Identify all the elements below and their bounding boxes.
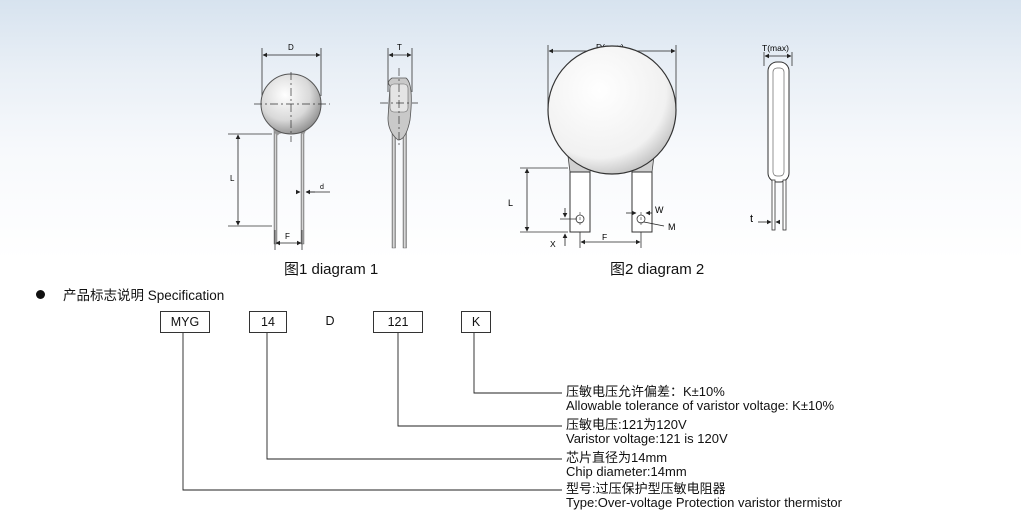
dim-label-lead-d: d: [320, 184, 324, 191]
code-voltage: 121: [373, 311, 423, 333]
diagram1-front-view: D L d F: [228, 43, 330, 250]
desc-type: 型号:过压保护型压敏电阻器 Type:Over-voltage Protecti…: [566, 482, 842, 510]
diagram2-side-view: T(max) t: [750, 43, 793, 231]
desc-voltage-cn: 压敏电压:121为120V: [566, 417, 687, 432]
desc-voltage-en: Varistor voltage:121 is 120V: [566, 431, 728, 446]
dim-label-t: T: [397, 43, 402, 52]
code-tolerance: K: [461, 311, 491, 333]
dim-label-x: X: [550, 239, 556, 249]
dim-label-f2: F: [602, 232, 607, 242]
dim-label-d: D: [288, 43, 294, 52]
code-diameter: 14: [249, 311, 287, 333]
dim-label-f: F: [285, 232, 290, 241]
desc-tolerance-cn: 压敏电压允许偏差：K±10%: [566, 384, 725, 399]
desc-tolerance: 压敏电压允许偏差：K±10% Allowable tolerance of va…: [566, 385, 834, 413]
dim-label-t2: t: [750, 213, 753, 225]
specification-heading: 产品标志说明 Specification: [36, 284, 224, 304]
dim-label-w: W: [655, 205, 664, 215]
dim-label-tmax: T(max): [762, 43, 789, 53]
desc-type-cn: 型号:过压保护型压敏电阻器: [566, 481, 726, 496]
code-letter-d: D: [325, 314, 335, 328]
diagram1-caption: 图1 diagram 1: [284, 261, 379, 278]
desc-tolerance-en: Allowable tolerance of varistor voltage:…: [566, 398, 834, 413]
dim-label-l2: L: [508, 198, 513, 208]
desc-diameter-en: Chip diameter:14mm: [566, 464, 687, 479]
specification-title: 产品标志说明 Specification: [63, 288, 225, 303]
desc-diameter: 芯片直径为14mm Chip diameter:14mm: [566, 451, 687, 479]
diagram1-side-view: T: [380, 43, 418, 249]
diagram2-front-view: D(max) L X F W M: [508, 42, 677, 249]
bullet-icon: [36, 289, 45, 299]
code-type: MYG: [160, 311, 210, 333]
dim-label-m: M: [668, 222, 676, 232]
diagram2-caption: 图2 diagram 2: [610, 261, 705, 278]
desc-type-en: Type:Over-voltage Protection varistor th…: [566, 495, 842, 510]
spec-leader-lines: [182, 331, 562, 491]
desc-diameter-cn: 芯片直径为14mm: [566, 450, 668, 465]
dim-label-l: L: [230, 174, 235, 183]
desc-voltage: 压敏电压:121为120V Varistor voltage:121 is 12…: [566, 418, 728, 446]
